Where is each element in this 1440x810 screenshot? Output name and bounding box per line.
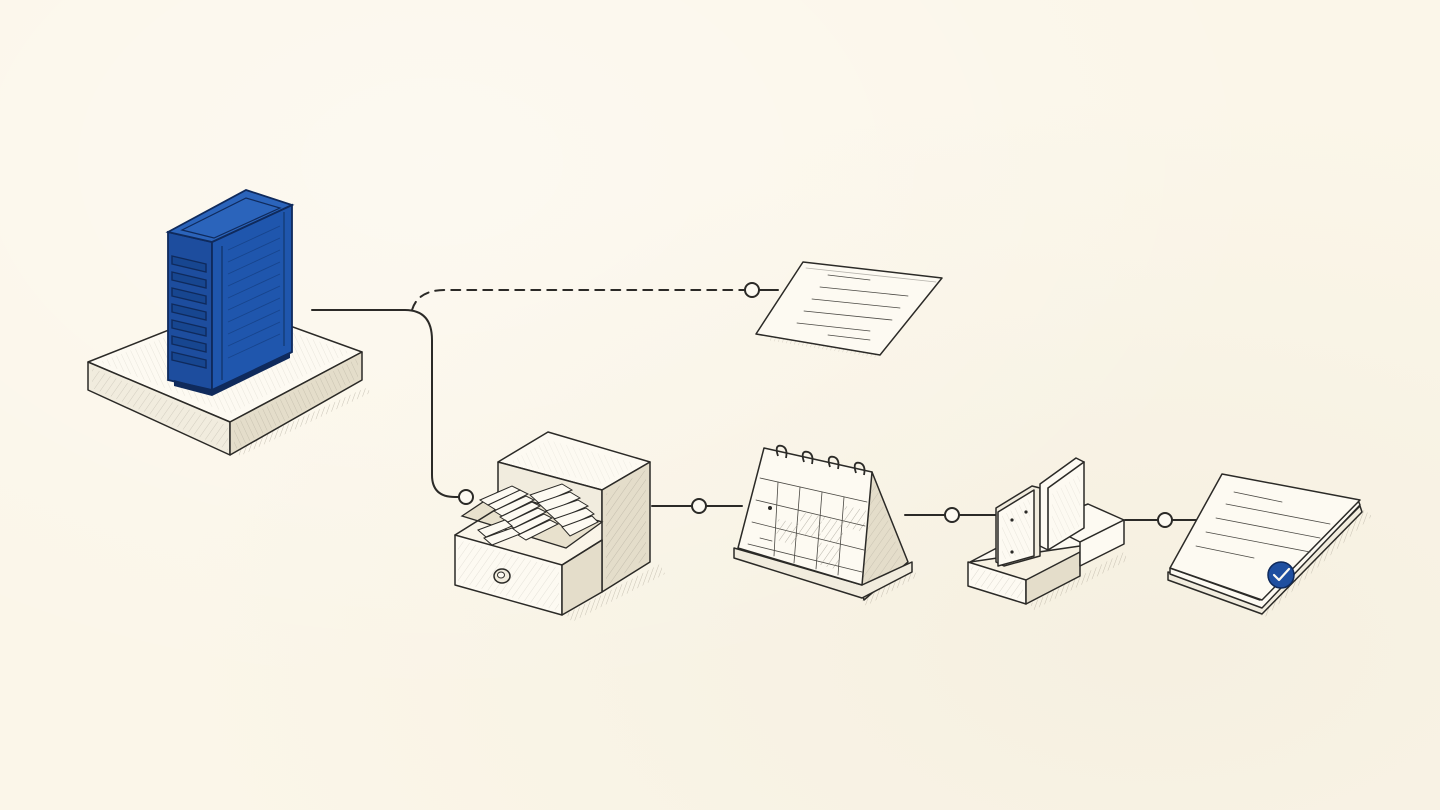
connectors (311, 289, 1211, 521)
blue-storage-device-icon (87, 189, 372, 456)
divider-stand-icon (967, 457, 1128, 610)
node-dot-archive (458, 489, 474, 505)
approved-document-stack-icon (1167, 473, 1372, 618)
node-dot-calendar (691, 498, 707, 514)
node-dot-stand (944, 507, 960, 523)
desk-calendar-icon (733, 444, 918, 606)
file-drawer-icon (454, 431, 665, 622)
node-dot-approved (1157, 512, 1173, 528)
connector-source-split (311, 309, 467, 498)
single-document-icon (755, 261, 943, 358)
connector-dashed-to-document (411, 289, 749, 311)
check-icon (1272, 567, 1291, 582)
connector-nodes (458, 282, 1173, 528)
node-dot-document (744, 282, 760, 298)
approved-check-badge (1267, 561, 1295, 589)
